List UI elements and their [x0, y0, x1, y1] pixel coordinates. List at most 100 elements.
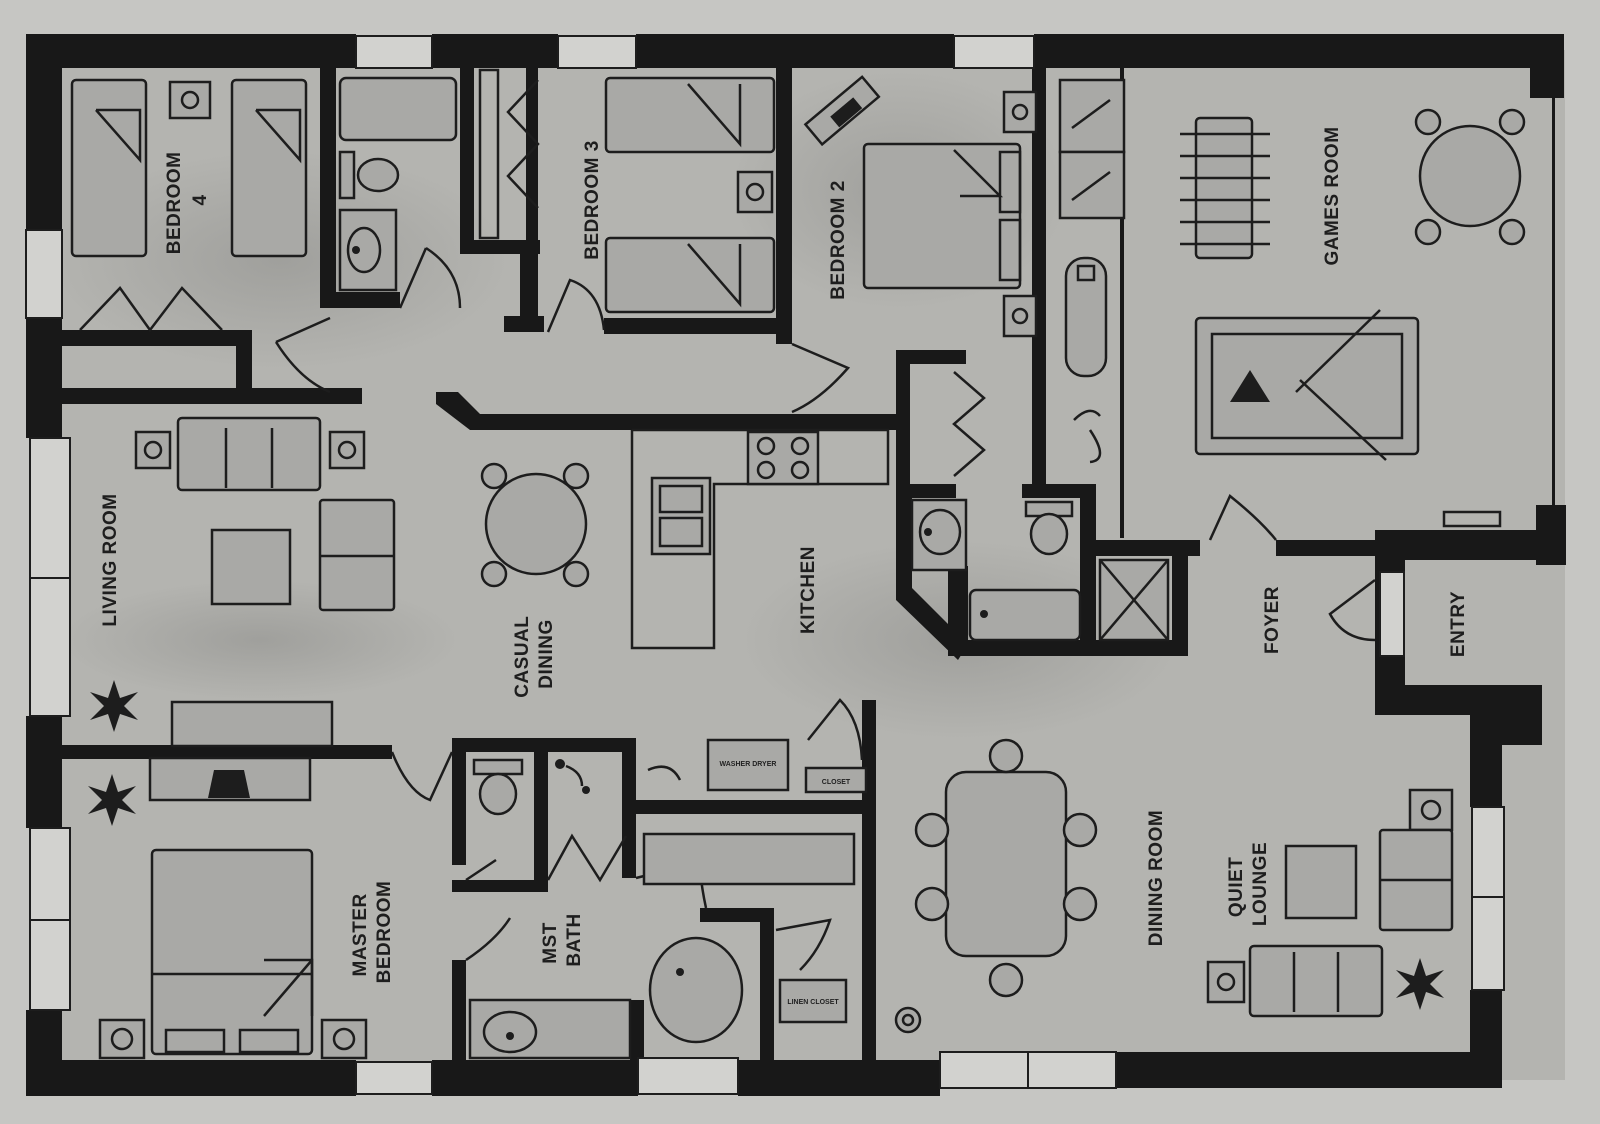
window — [1471, 806, 1505, 898]
wall — [432, 34, 558, 68]
lamp-icon — [745, 182, 765, 202]
chair — [1414, 218, 1442, 246]
shower-head — [555, 759, 565, 769]
chair — [562, 462, 590, 490]
wall — [948, 566, 968, 646]
room-label-entry: ENTRY — [1448, 591, 1469, 657]
wall — [504, 316, 544, 332]
wall — [432, 1060, 638, 1096]
end-table — [134, 430, 172, 470]
chair — [914, 886, 950, 922]
end-table — [1206, 960, 1246, 1004]
pool-table-felt — [1210, 332, 1404, 440]
sink-basin — [346, 226, 382, 274]
wall — [760, 908, 774, 1068]
shower-fixture — [565, 764, 584, 787]
end-table — [1408, 788, 1454, 832]
window — [953, 35, 1035, 69]
bifold-door — [506, 79, 540, 209]
door-swing — [1208, 494, 1277, 541]
kitchen-sink — [650, 476, 712, 556]
lamp-icon — [110, 1027, 134, 1051]
tub-tap — [1076, 264, 1096, 282]
wall — [776, 68, 792, 344]
window — [355, 1061, 433, 1095]
closet-label: CLOSET — [822, 779, 851, 786]
round-table — [1418, 124, 1522, 228]
chair — [988, 962, 1024, 998]
bifold-door — [546, 833, 628, 883]
washer-dryer — [706, 738, 790, 792]
bed-sheet-fold — [255, 108, 302, 164]
tv-icon — [208, 770, 250, 798]
water-stain — [50, 150, 510, 370]
nightstand — [1002, 294, 1038, 338]
room-labels: BEDROOM 4 BEDROOM 3 BEDROOM 2 GAMES ROOM… — [100, 126, 1469, 983]
door-swing — [398, 246, 462, 309]
chair — [480, 462, 508, 490]
wall — [62, 745, 392, 759]
nightstand — [1002, 90, 1038, 134]
wall — [236, 330, 252, 396]
toilet-bowl — [356, 157, 400, 193]
drain — [582, 786, 590, 794]
drain — [676, 968, 684, 976]
wall — [896, 484, 968, 660]
wall — [320, 292, 400, 308]
wall — [1276, 540, 1376, 556]
closet-shelf — [804, 766, 868, 794]
chair — [988, 738, 1024, 774]
sink-basin — [658, 484, 704, 514]
king-bed — [150, 848, 314, 1056]
drain — [980, 610, 988, 618]
twin-bed — [230, 78, 308, 258]
closet-shelf — [478, 68, 500, 240]
pillow — [998, 218, 1022, 282]
wall — [526, 68, 538, 254]
wall — [320, 68, 336, 308]
hanger — [1071, 170, 1111, 202]
wall — [1172, 540, 1188, 656]
lamp-icon — [180, 90, 200, 110]
wall — [1470, 745, 1502, 807]
wall — [604, 318, 788, 334]
toilet-bowl — [478, 772, 518, 816]
wall — [452, 745, 466, 865]
window — [557, 35, 637, 69]
lamp-icon — [1420, 799, 1442, 821]
faucet — [647, 765, 682, 781]
twin-bed — [604, 76, 776, 154]
pool-cue — [1299, 379, 1387, 461]
pillow — [998, 150, 1022, 214]
nightstand — [320, 1018, 368, 1060]
lamp-icon — [1011, 103, 1029, 121]
window — [29, 919, 71, 1011]
wall — [26, 1060, 356, 1096]
bathtub — [338, 76, 458, 142]
wall — [1034, 34, 1564, 68]
room-label-bedroom-4: BEDROOM 4 — [164, 146, 211, 255]
drain — [352, 246, 360, 254]
cabinet — [1058, 78, 1126, 154]
plant-icon — [1396, 958, 1444, 1010]
wall — [636, 34, 954, 68]
burner — [756, 436, 776, 456]
wall — [452, 880, 542, 892]
pool-cue — [1295, 309, 1381, 393]
furniture: WASHER DRYER CLOSET LINEN CLOSET — [70, 68, 1526, 1060]
wall — [26, 716, 62, 828]
wall — [1375, 530, 1565, 560]
nightstand — [98, 1018, 146, 1060]
wall — [26, 34, 62, 230]
room-label-games-room: GAMES ROOM — [1322, 126, 1343, 265]
bed-sheet-fold — [95, 108, 142, 164]
bed-sheet-fold — [687, 83, 742, 148]
chair — [1062, 886, 1098, 922]
burner — [756, 460, 776, 480]
foosball-table — [1194, 116, 1254, 260]
toilet-bowl — [1029, 512, 1069, 556]
lamp-icon — [1011, 307, 1029, 325]
wall — [62, 330, 252, 346]
sink-basin — [918, 508, 962, 556]
